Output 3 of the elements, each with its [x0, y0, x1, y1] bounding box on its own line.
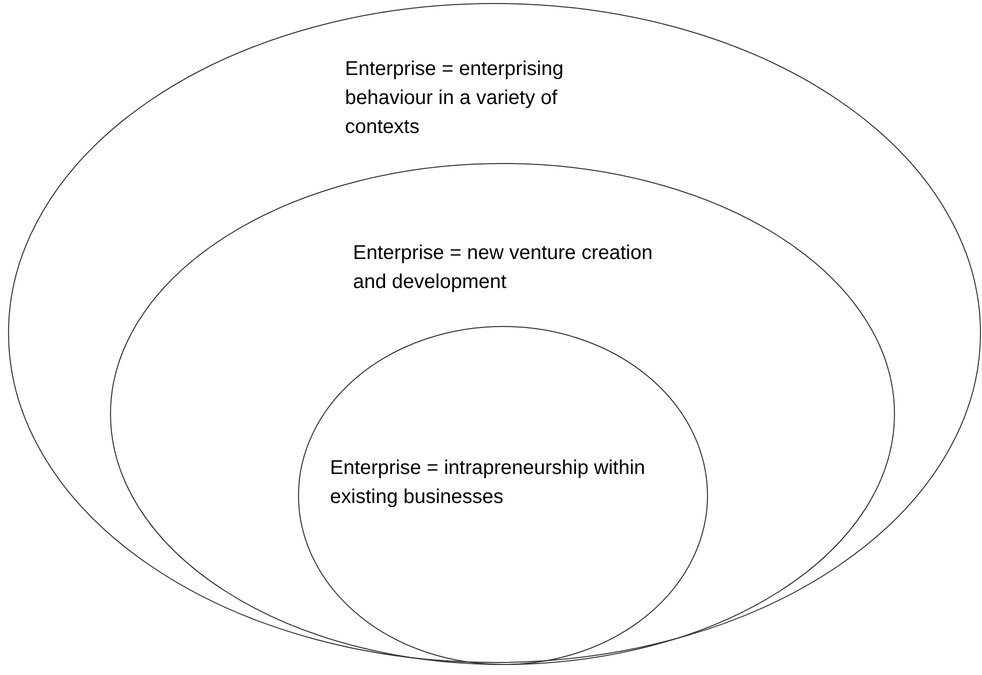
ellipse-label: Enterprise = enterprising behaviour in a variety of contexts [345, 57, 564, 140]
ellipse-label: Enterprise = new venture creation and development [353, 241, 654, 295]
ellipse-label: Enterprise = intrapreneurship within existing businesses [330, 456, 646, 510]
